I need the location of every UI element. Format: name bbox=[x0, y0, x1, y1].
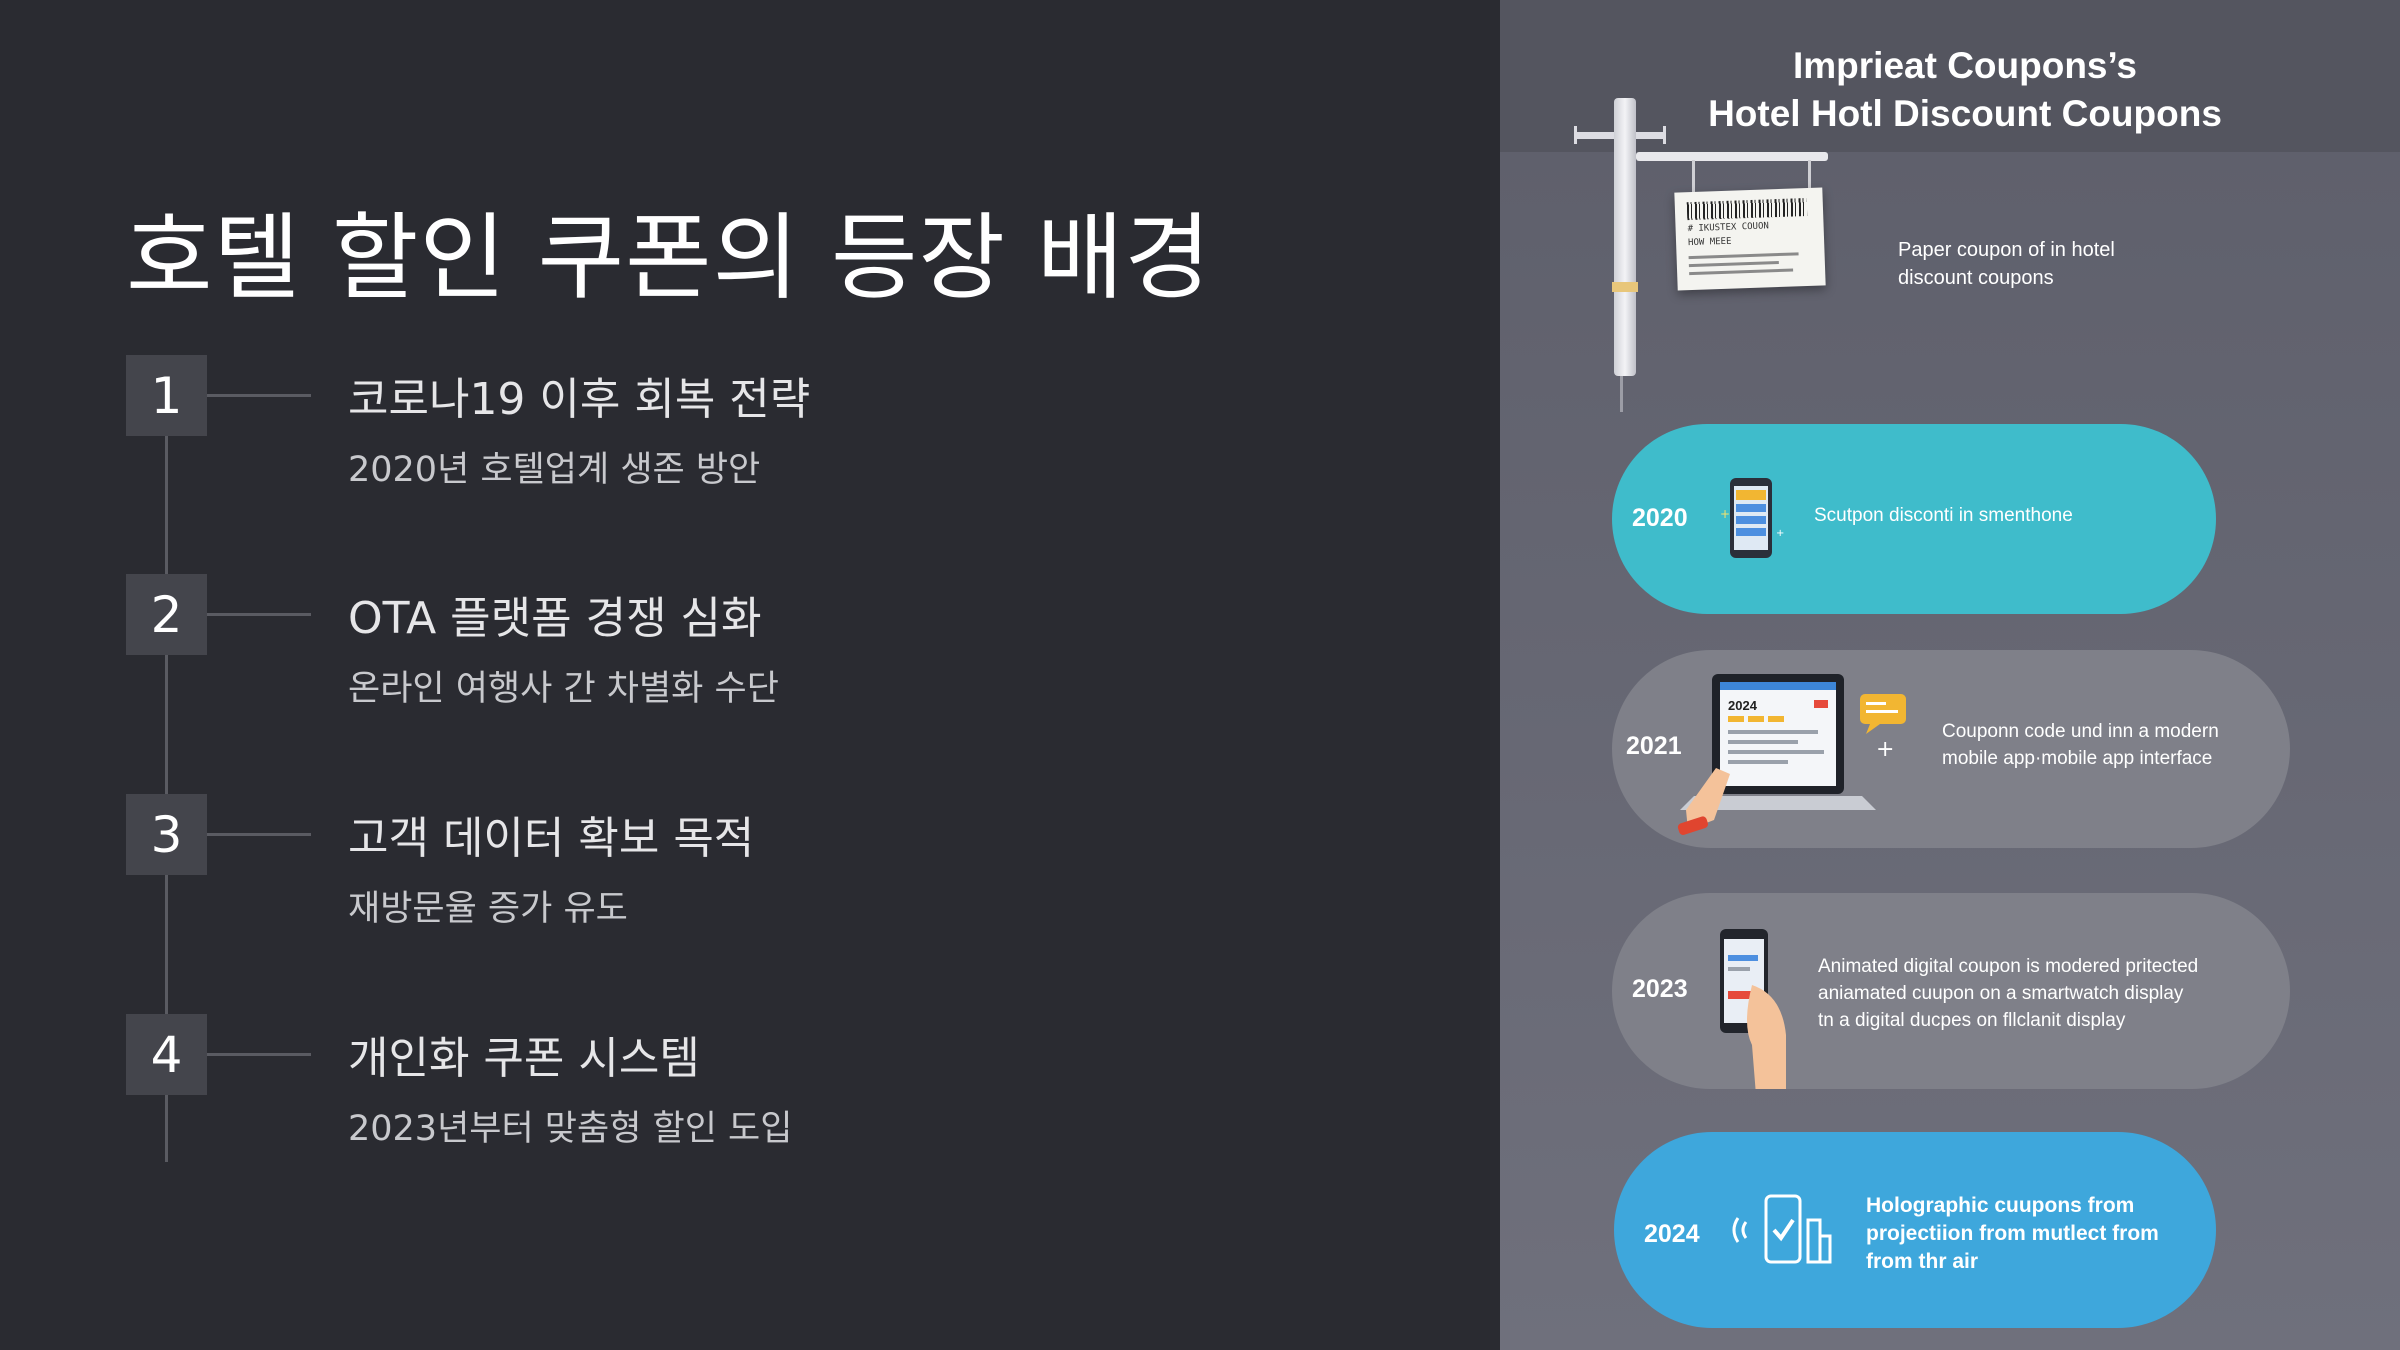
pill-description-line: Animated digital coupon is modered prite… bbox=[1818, 956, 2199, 977]
pill-description: Scutpon disconti in smenthone bbox=[1814, 502, 2073, 529]
timeline-pill-2020: 2020 + + Scutpon disconti in smenthone bbox=[1612, 424, 2216, 614]
smartphone-icon: + + bbox=[1720, 478, 1784, 558]
coupon-code-text: HOW MEEE bbox=[1687, 236, 1732, 249]
signpost-arm bbox=[1636, 152, 1828, 161]
step-title: OTA 플랫폼 경쟁 심화 bbox=[348, 593, 762, 644]
paper-coupon-image: # IKUSTEX COUON HOW MEEE bbox=[1674, 187, 1826, 291]
pill-description-line: Scutpon disconti in smenthone bbox=[1814, 505, 2073, 526]
infographic-title-line-2: Hotel Hotl Discount Coupons bbox=[1708, 93, 2222, 134]
step-number-box: 2 bbox=[126, 574, 207, 655]
pill-year: 2024 bbox=[1644, 1220, 1700, 1248]
pill-year: 2023 bbox=[1632, 975, 1688, 1003]
pill-year: 2020 bbox=[1632, 504, 1688, 532]
step-connector bbox=[207, 613, 311, 616]
step-number-box: 1 bbox=[126, 355, 207, 436]
step-subtitle: 2023년부터 맞춤형 할인 도입 bbox=[348, 1109, 793, 1149]
coupon-hook bbox=[1808, 160, 1811, 194]
laptop-screen-year: 2024 bbox=[1728, 698, 1758, 713]
pill-year: 2021 bbox=[1626, 732, 1682, 760]
step-3: 3 고객 데이터 확보 목적 재방문율 증가 유도 bbox=[126, 794, 1426, 994]
wireless-phone-icon bbox=[1732, 1194, 1832, 1264]
step-connector bbox=[207, 833, 311, 836]
signpost-crossbar-end bbox=[1663, 126, 1666, 144]
pill-description-line: aniamated cuupon on a smartwatch display bbox=[1818, 983, 2184, 1004]
pill-description: Holographic cuupons from projectiion fro… bbox=[1866, 1192, 2159, 1276]
hand-phone-icon bbox=[1720, 929, 1786, 1089]
coupon-fine-print bbox=[1689, 268, 1794, 276]
infographic-title-line-1: Imprieat Coupons’s bbox=[1792, 45, 2137, 86]
svg-text:+: + bbox=[1720, 507, 1730, 521]
step-title: 고객 데이터 확보 목적 bbox=[348, 813, 755, 864]
infographic-header bbox=[1500, 0, 2400, 152]
infographic-title: Imprieat Coupons’s Hotel Hotl Discount C… bbox=[1500, 42, 2400, 138]
pill-description: Couponn code und inn a modern mobile app… bbox=[1942, 718, 2219, 772]
coupon-hook bbox=[1692, 160, 1695, 194]
step-connector bbox=[207, 1053, 311, 1056]
step-title: 코로나19 이후 회복 전략 bbox=[348, 374, 811, 425]
timeline-vertical-line bbox=[165, 394, 168, 1162]
pill-description-line: Couponn code und inn a modern bbox=[1942, 721, 2219, 742]
pill-description-line: mobile app·mobile app interface bbox=[1942, 748, 2213, 769]
laptop-icon: 2024 bbox=[1677, 674, 1876, 835]
step-title: 개인화 쿠폰 시스템 bbox=[348, 1033, 700, 1084]
step-subtitle: 재방문율 증가 유도 bbox=[348, 889, 628, 929]
chat-bubble-icon: + bbox=[1860, 694, 1906, 760]
coupon-fine-print bbox=[1688, 252, 1799, 260]
barcode-icon bbox=[1686, 197, 1808, 221]
step-number-box: 4 bbox=[126, 1014, 207, 1095]
timeline-pill-2023: 2023 Animated digital coupon is modered … bbox=[1612, 893, 2290, 1089]
paper-coupon-caption-line: Paper coupon of in hotel bbox=[1898, 239, 2115, 261]
step-number-box: 3 bbox=[126, 794, 207, 875]
svg-text:+: + bbox=[1876, 737, 1894, 760]
slide-title: 호텔 할인 쿠폰의 등장 배경 bbox=[126, 204, 1212, 313]
pill-description-line: projectiion from mutlect from bbox=[1866, 1222, 2159, 1245]
step-connector bbox=[207, 394, 311, 397]
pill-description: Animated digital coupon is modered prite… bbox=[1818, 953, 2198, 1034]
signpost-pole-tip bbox=[1620, 376, 1623, 412]
coupon-fine-print bbox=[1688, 261, 1779, 268]
signpost-band bbox=[1612, 282, 1638, 292]
paper-coupon-caption: Paper coupon of in hotel discount coupon… bbox=[1898, 236, 2115, 292]
left-panel: 호텔 할인 쿠폰의 등장 배경 1 코로나19 이후 회복 전략 2020년 호… bbox=[126, 204, 1426, 1214]
timeline-pill-2021: 2021 2024 + Couponn code und in bbox=[1612, 650, 2290, 848]
step-subtitle: 온라인 여행사 간 차별화 수단 bbox=[348, 669, 779, 709]
signpost-pole bbox=[1614, 98, 1636, 376]
step-subtitle: 2020년 호텔업계 생존 방안 bbox=[348, 450, 761, 490]
paper-coupon-caption-line: discount coupons bbox=[1898, 267, 2054, 289]
coupon-code-text: # IKUSTEX COUON bbox=[1687, 221, 1770, 235]
pill-description-line: from thr air bbox=[1866, 1250, 1979, 1273]
pill-description-line: tn a digital ducpes on fllclanit display bbox=[1818, 1010, 2126, 1031]
signpost-crossbar-end bbox=[1574, 126, 1577, 144]
step-4: 4 개인화 쿠폰 시스템 2023년부터 맞춤형 할인 도입 bbox=[126, 1014, 1426, 1214]
step-2: 2 OTA 플랫폼 경쟁 심화 온라인 여행사 간 차별화 수단 bbox=[126, 574, 1426, 774]
svg-text:+: + bbox=[1776, 528, 1784, 539]
timeline-pill-2024: 2024 Holographic cuupons from projectiio… bbox=[1614, 1132, 2216, 1328]
pill-description-line: Holographic cuupons from bbox=[1866, 1194, 2135, 1217]
step-1: 1 코로나19 이후 회복 전략 2020년 호텔업계 생존 방안 bbox=[126, 355, 1426, 555]
